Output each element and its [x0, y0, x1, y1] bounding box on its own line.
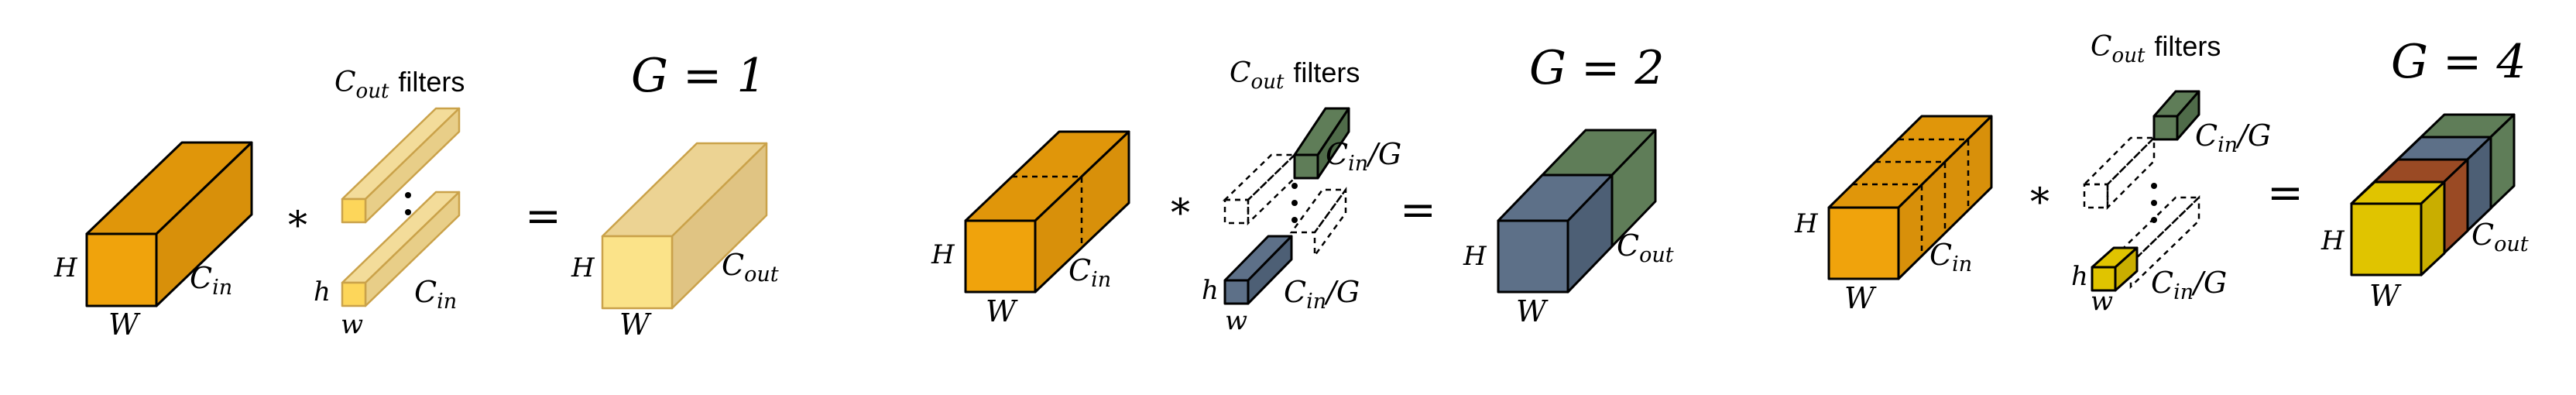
filter-channels-label: Cin/G — [2151, 266, 2227, 304]
input-height-label: H — [53, 252, 78, 283]
filter-height-label: h — [2071, 261, 2088, 292]
filter-ellipsis-dot — [1291, 200, 1298, 206]
filter-top-dotted-side — [1247, 153, 1296, 225]
filter-width-label: w — [1225, 305, 1247, 336]
equals-sign: = — [2267, 168, 2303, 218]
filter-top-channels-label: Cin/G — [1326, 137, 1401, 176]
input-width-label: W — [986, 294, 1018, 328]
filter-ellipsis-dot — [405, 209, 411, 215]
group-split-line — [1852, 183, 1923, 256]
filter-channels-label: Cin/G — [1284, 275, 1360, 314]
filter-bottom — [2091, 195, 2202, 292]
filter-bottom-dotted — [1289, 188, 1348, 234]
output-block — [2350, 113, 2516, 276]
input-block-front — [964, 219, 1037, 294]
filter-bottom — [1223, 187, 1348, 305]
filter-top-front — [341, 198, 367, 224]
output-block-front — [2350, 202, 2423, 276]
input-block — [1827, 115, 1993, 280]
convolution-operator: * — [1171, 191, 1190, 235]
input-channels-label: Cin — [1068, 253, 1111, 292]
output-height-label: H — [1463, 241, 1487, 272]
filter-ellipsis-dot — [2151, 183, 2157, 189]
group-split-line — [1899, 138, 1970, 211]
input-channels-label: Cin — [190, 261, 232, 300]
input-block-front — [1827, 206, 1900, 280]
convolution-operator: * — [2030, 180, 2049, 225]
equals-sign: = — [1400, 185, 1436, 235]
output-channels-label: Cout — [2471, 218, 2529, 256]
filter-height-label: h — [314, 276, 331, 307]
filter-bottom-front — [341, 281, 367, 307]
output-channels-label: Cout — [1617, 228, 1674, 267]
input-height-label: H — [931, 239, 955, 270]
output-channels-label: Cout — [722, 248, 779, 287]
filter-top-channels-label: Cin/G — [2195, 118, 2271, 157]
output-width-label: W — [1516, 294, 1549, 328]
filter-height-label: h — [1202, 275, 1219, 306]
output-block-front — [601, 235, 674, 310]
input-width-label: W — [108, 307, 141, 342]
filter-ellipsis-dot — [2151, 217, 2157, 223]
output-block — [1497, 129, 1657, 294]
filter-bottom-dotted-side — [2129, 195, 2200, 289]
filter-top-front — [2152, 115, 2179, 141]
input-width-label: W — [1844, 281, 1877, 315]
group-label: G = 2 — [1529, 41, 1665, 95]
filter-top-dotted-front — [2083, 183, 2109, 209]
filter-top-front — [1293, 153, 1319, 180]
output-block-front — [1497, 219, 1569, 294]
output-height-label: H — [2320, 225, 2345, 256]
filter-width-label: w — [2091, 286, 2113, 317]
group-label: G = 1 — [631, 49, 767, 103]
input-block-front — [85, 232, 158, 307]
filter-bottom-dotted-side — [1313, 187, 1347, 259]
input-block — [85, 141, 253, 307]
group-label: G = 4 — [2391, 35, 2526, 89]
filter-top — [2081, 90, 2200, 211]
output-height-label: H — [571, 252, 595, 283]
equals-sign: = — [525, 191, 561, 242]
filter-ellipsis-dot — [1291, 217, 1298, 223]
output-width-label: W — [619, 307, 652, 342]
filter-ellipsis-dot — [2151, 200, 2157, 206]
input-block — [964, 130, 1130, 294]
output-width-label: W — [2369, 279, 2402, 313]
output-block — [601, 142, 768, 310]
filter-top-dotted — [1222, 153, 1298, 201]
convolution-operator: * — [288, 203, 307, 248]
input-channels-label: Cin — [1929, 238, 1972, 276]
filter-top — [341, 107, 461, 224]
filter-ellipsis-dot — [1291, 183, 1298, 189]
filter-ellipsis-dot — [405, 192, 411, 198]
input-height-label: H — [1794, 208, 1819, 239]
filter-channels-label: Cin — [414, 275, 457, 314]
group-split-line — [1875, 160, 1947, 233]
filter-top — [1222, 107, 1350, 225]
filter-bottom-front — [2091, 266, 2117, 292]
filter-top-dotted — [2081, 136, 2157, 186]
group-split-line — [1012, 175, 1083, 248]
filter-width-label: w — [341, 309, 363, 340]
filter-bottom-front — [1223, 279, 1250, 305]
filter-top-dotted-front — [1223, 198, 1250, 225]
filter-bottom — [341, 191, 461, 307]
filter-top-dotted-side — [2106, 135, 2156, 211]
